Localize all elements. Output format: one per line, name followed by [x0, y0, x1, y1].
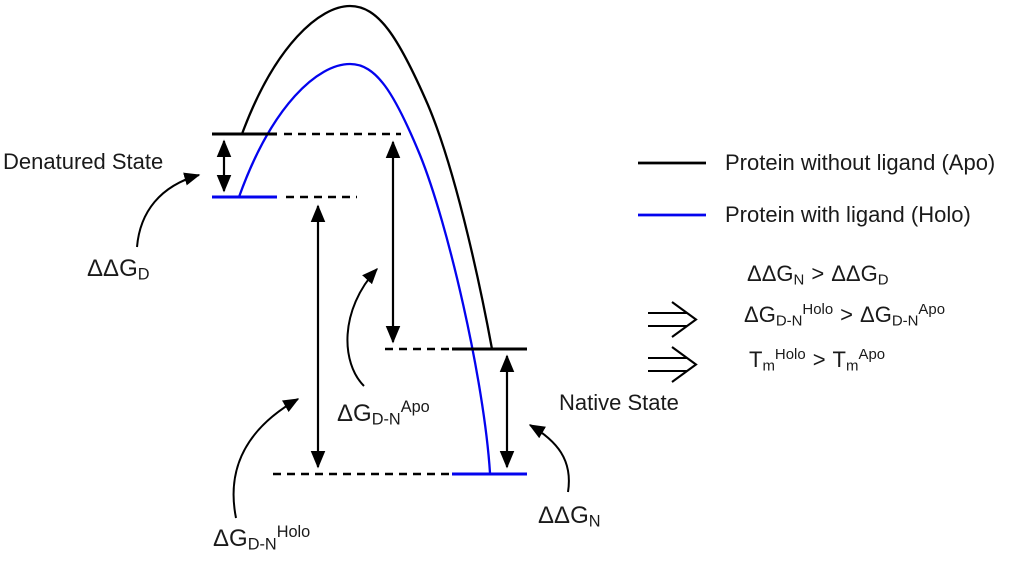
dg-dn-holo-pointer-arrow	[232, 398, 300, 519]
dg-dn-apo-label: ΔGD-NApo	[337, 398, 430, 429]
ddg-d-label: ΔΔGD	[87, 255, 150, 284]
equation-ddgn-gt-ddgd: ΔΔGN>ΔΔGD	[747, 261, 889, 289]
holo-energy-curve	[237, 62, 492, 474]
ddg-n-pointer-arrow	[528, 424, 570, 493]
apo-energy-curve	[240, 4, 494, 350]
native-state-label: Native State	[559, 390, 679, 415]
dg-dn-holo-label: ΔGD-NHolo	[213, 523, 311, 554]
legend-holo-label: Protein with ligand (Holo)	[725, 202, 971, 227]
legend-apo-label: Protein without ligand (Apo)	[725, 150, 996, 175]
dg-dn-apo-pointer-arrow	[346, 268, 378, 387]
denatured-state-label: Denatured State	[3, 149, 164, 174]
ddg-d-pointer-arrow	[136, 172, 201, 248]
implies-arrow-icon	[648, 301, 698, 338]
ddg-n-label: ΔΔGN	[538, 502, 601, 531]
equation-tm-holo-gt-apo: TmHolo>TmApo	[749, 346, 886, 375]
implies-arrow-icon	[648, 346, 698, 383]
equation-dgdn-holo-gt-apo: ΔGD-NHolo>ΔGD-NApo	[744, 301, 946, 330]
